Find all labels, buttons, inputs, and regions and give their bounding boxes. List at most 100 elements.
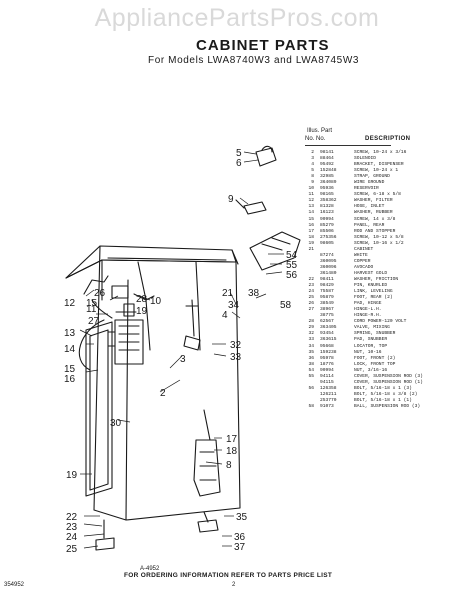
callout-2: 2 bbox=[160, 388, 166, 399]
part-number: 98605 bbox=[320, 240, 334, 246]
part-number: 93454 bbox=[320, 331, 334, 337]
part-number: 361480 bbox=[320, 270, 337, 276]
part-number: 98165 bbox=[320, 192, 334, 198]
part-key: 26 bbox=[308, 301, 314, 307]
callout-25: 25 bbox=[66, 544, 78, 555]
callout-14: 14 bbox=[64, 344, 76, 355]
parts-row: 361480 HARVEST GOLD bbox=[302, 271, 472, 277]
rear-panel bbox=[85, 321, 113, 497]
part-key: 15 bbox=[308, 216, 314, 222]
part-description: WASHER, FRICTION bbox=[354, 276, 399, 282]
part-key: 24 bbox=[308, 289, 314, 295]
part-key: 23 bbox=[308, 283, 314, 289]
callout-19a: 19 bbox=[136, 306, 148, 317]
part-description: PAD, HINGE bbox=[354, 301, 382, 307]
part-description: PIN, KNURLED bbox=[354, 283, 388, 289]
part-description: WIRE GROUND bbox=[354, 180, 385, 186]
part-description: PAD, SNUBBER bbox=[354, 337, 388, 343]
part-key: 9 bbox=[311, 180, 314, 186]
part-number: 95492 bbox=[320, 162, 334, 168]
callout-30: 30 bbox=[110, 418, 122, 429]
callout-27: 27 bbox=[88, 316, 100, 327]
page-title: CABINET PARTS bbox=[196, 37, 330, 54]
part-number: 360095 bbox=[320, 258, 337, 264]
part-number: 253770 bbox=[320, 397, 337, 403]
front-foot bbox=[197, 519, 219, 533]
part-description: HOSE, INLET bbox=[354, 204, 385, 210]
part-description: STRAP, GROUND bbox=[354, 174, 390, 180]
part-number: 90994 bbox=[320, 216, 334, 222]
bracket-top bbox=[255, 147, 277, 167]
part-number: 94114 bbox=[320, 373, 334, 379]
snubber bbox=[183, 335, 201, 351]
parts-row: 26 38549 PAD, HINGE bbox=[302, 301, 472, 307]
callout-18: 18 bbox=[226, 446, 238, 457]
part-key: 8 bbox=[311, 174, 314, 180]
callout-23: 23 bbox=[66, 522, 78, 533]
header-illus: Illus. Part bbox=[307, 128, 333, 134]
part-description: NUT, 3/16-16 bbox=[354, 367, 388, 373]
part-key: 54 bbox=[308, 367, 314, 373]
part-description: COPPER bbox=[354, 258, 371, 264]
part-number: 95936 bbox=[320, 186, 334, 192]
part-number: 88464 bbox=[320, 156, 334, 162]
callout-19: 19 bbox=[66, 470, 78, 481]
callout-56: 56 bbox=[286, 270, 298, 281]
part-number: 360096 bbox=[320, 264, 337, 270]
part-description: SCREW, 6-18 x 5/8 bbox=[354, 192, 401, 198]
part-number: 95978 bbox=[320, 355, 334, 361]
part-key: 16 bbox=[308, 222, 314, 228]
part-description: BALL, SUSPENSION ROD (3) bbox=[354, 403, 421, 409]
part-description: FOOT, REAR (2) bbox=[354, 295, 393, 301]
part-key: 5 bbox=[311, 168, 314, 174]
callout-34: 34 bbox=[228, 300, 240, 311]
part-key: 14 bbox=[308, 210, 314, 216]
part-description: SPRING, SNUBBER bbox=[354, 331, 396, 337]
callout-16: 16 bbox=[64, 374, 76, 385]
part-number: 91073 bbox=[320, 403, 334, 409]
callout-17: 17 bbox=[226, 434, 238, 445]
part-description: RESERVOIR bbox=[354, 186, 379, 192]
part-number: 363615 bbox=[320, 337, 337, 343]
part-key: 13 bbox=[308, 204, 314, 210]
part-key: 17 bbox=[308, 228, 314, 234]
part-number: 364089 bbox=[320, 180, 337, 186]
part-key: 55 bbox=[308, 373, 314, 379]
callout-5: 5 bbox=[236, 148, 242, 159]
part-key: 34 bbox=[308, 343, 314, 349]
part-description: SCREW, 10-24 x 1 bbox=[354, 168, 399, 174]
callout-35: 35 bbox=[236, 512, 248, 523]
callout-22: 22 bbox=[66, 512, 78, 523]
part-key: 3 bbox=[311, 156, 314, 162]
part-number: 38549 bbox=[320, 301, 334, 307]
part-key: 35 bbox=[308, 349, 314, 355]
callout-10: 10 bbox=[150, 296, 162, 307]
part-number: 126211 bbox=[320, 391, 337, 397]
mixing-valve bbox=[114, 319, 144, 365]
part-number: 32985 bbox=[320, 174, 334, 180]
part-key: 29 bbox=[308, 325, 314, 331]
part-number: 126358 bbox=[320, 385, 337, 391]
part-description: HINGE-R.H. bbox=[354, 313, 382, 319]
callout-28: 28 bbox=[136, 294, 148, 305]
part-description: HARVEST GOLD bbox=[354, 270, 388, 276]
